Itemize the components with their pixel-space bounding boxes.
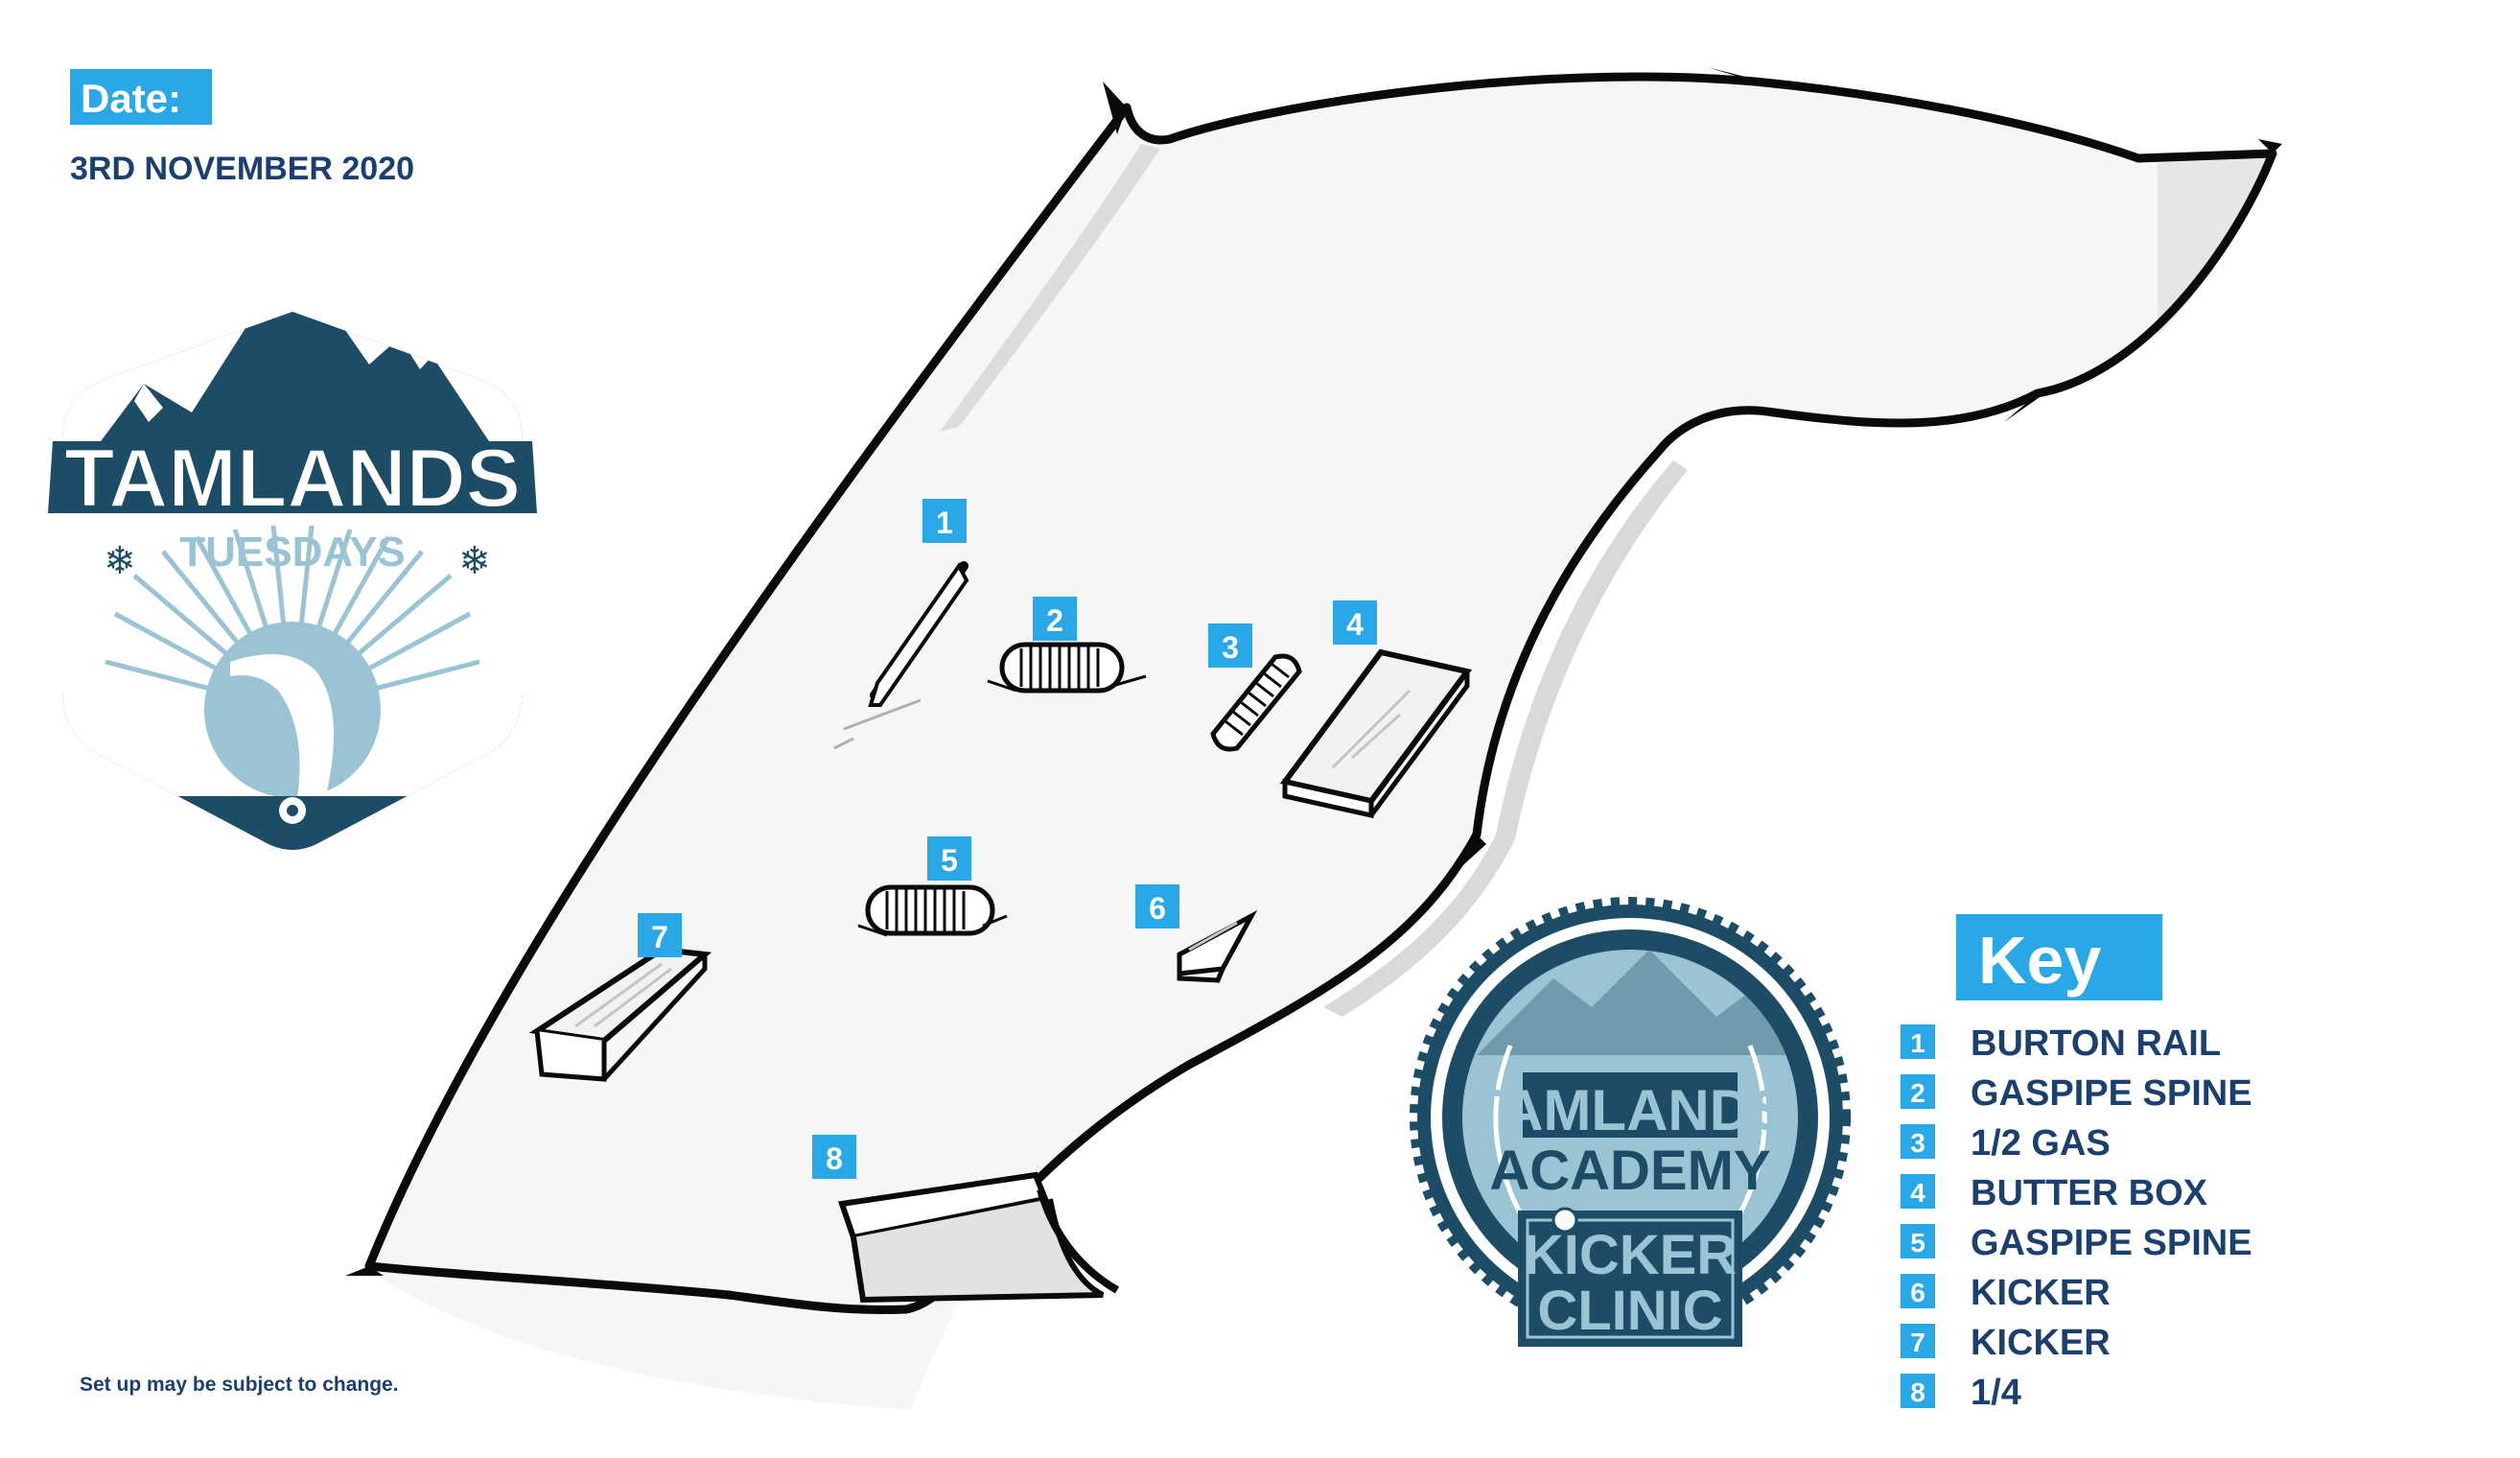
marker-number: 2 <box>1046 603 1063 638</box>
key-item: 6 KICKER <box>1901 1273 2111 1313</box>
key-item-label: GASPIPE SPINE <box>1971 1223 2252 1263</box>
key-item-number: 8 <box>1910 1377 1925 1407</box>
mountain-icon <box>62 312 523 499</box>
marker-7: 7 <box>638 913 682 957</box>
key-item-number: 4 <box>1910 1178 1925 1208</box>
map-key: Key 1 BURTON RAIL 2 GASPIPE SPINE 3 1/2 … <box>1901 914 2252 1413</box>
marker-2: 2 <box>1033 597 1077 641</box>
date-label-background <box>70 69 212 125</box>
key-item-number: 3 <box>1910 1128 1925 1158</box>
key-item-number: 2 <box>1910 1078 1925 1108</box>
key-item-label: GASPIPE SPINE <box>1971 1073 2252 1114</box>
key-item-label: KICKER <box>1971 1323 2111 1363</box>
marker-number: 5 <box>941 843 958 878</box>
key-item-label: BURTON RAIL <box>1971 1023 2221 1064</box>
key-title-background <box>1956 914 2162 1000</box>
marker-number: 3 <box>1222 630 1239 665</box>
feature-half-gas <box>1210 653 1302 752</box>
logo-name-banner <box>48 441 537 513</box>
marker-3: 3 <box>1208 623 1252 668</box>
marker-number: 4 <box>1346 607 1364 642</box>
feature-kicker-6 <box>1177 909 1258 983</box>
key-item: 8 1/4 <box>1901 1373 2021 1413</box>
key-item-number: 5 <box>1910 1228 1925 1258</box>
badge-line-1: TAMLANDS <box>1471 1078 1789 1142</box>
key-item-number: 6 <box>1910 1278 1925 1307</box>
key-title: Key <box>1978 923 2101 998</box>
slope-path-icon <box>230 654 334 798</box>
feature-kicker-7 <box>528 946 712 1082</box>
marker-number: 7 <box>651 920 668 954</box>
key-item: 7 KICKER <box>1901 1323 2111 1363</box>
feature-gaspipe-spine-5 <box>857 884 1008 937</box>
key-item-label: 1/2 GAS <box>1971 1123 2111 1164</box>
feature-gaspipe-spine-2 <box>987 642 1147 694</box>
ball-icon <box>1552 1207 1578 1234</box>
snowflake-icon: ❄ <box>104 540 136 582</box>
feature-butter-box <box>1279 648 1473 819</box>
snowflake-icon: ❄ <box>458 540 491 582</box>
mountain-icon <box>1477 950 1798 1055</box>
feature-quarter-pipe <box>837 1171 1120 1304</box>
marker-8: 8 <box>812 1135 856 1179</box>
date-header: Date: 3RD NOVEMBER 2020 <box>70 69 414 187</box>
key-item: 3 1/2 GAS <box>1901 1123 2111 1164</box>
badge-line-4: CLINIC <box>1537 1280 1722 1342</box>
half-gas-icon <box>1210 653 1302 752</box>
key-item-number: 7 <box>1910 1328 1925 1357</box>
logo-name-text: TAMLANDS <box>64 433 521 525</box>
marker-5: 5 <box>927 836 971 881</box>
key-item: 5 GASPIPE SPINE <box>1901 1223 2252 1263</box>
key-item: 1 BURTON RAIL <box>1901 1023 2221 1064</box>
feature-burton-rail <box>833 561 969 750</box>
marker-number: 8 <box>826 1141 843 1176</box>
tamlands-academy-badge: TAMLANDS ACADEMY KICKER CLINIC <box>1410 897 1851 1347</box>
key-item-label: 1/4 <box>1971 1373 2021 1413</box>
tamlands-tuesdays-logo: TAMLANDS TUESDAYS ❄ ❄ <box>48 312 537 850</box>
date-label: Date: <box>81 76 181 121</box>
badge-line-3: KICKER <box>1524 1224 1737 1286</box>
marker-4: 4 <box>1333 600 1377 645</box>
badge-line-2: ACADEMY <box>1489 1140 1770 1202</box>
marker-number: 1 <box>936 506 953 540</box>
key-item-number: 1 <box>1910 1028 1925 1058</box>
key-item: 4 BUTTER BOX <box>1901 1173 2208 1213</box>
key-item-label: KICKER <box>1971 1273 2111 1313</box>
logo-sub-text: TUESDAYS <box>179 529 406 576</box>
gaspipe-icon <box>865 884 995 936</box>
disclaimer-text: Set up may be subject to change. <box>80 1374 399 1396</box>
marker-number: 6 <box>1149 891 1166 926</box>
marker-1: 1 <box>922 499 967 543</box>
key-item: 2 GASPIPE SPINE <box>1901 1073 2252 1114</box>
snowcap-icon <box>261 312 316 317</box>
key-item-label: BUTTER BOX <box>1971 1173 2208 1213</box>
marker-6: 6 <box>1135 884 1179 929</box>
date-value: 3RD NOVEMBER 2020 <box>70 151 414 187</box>
